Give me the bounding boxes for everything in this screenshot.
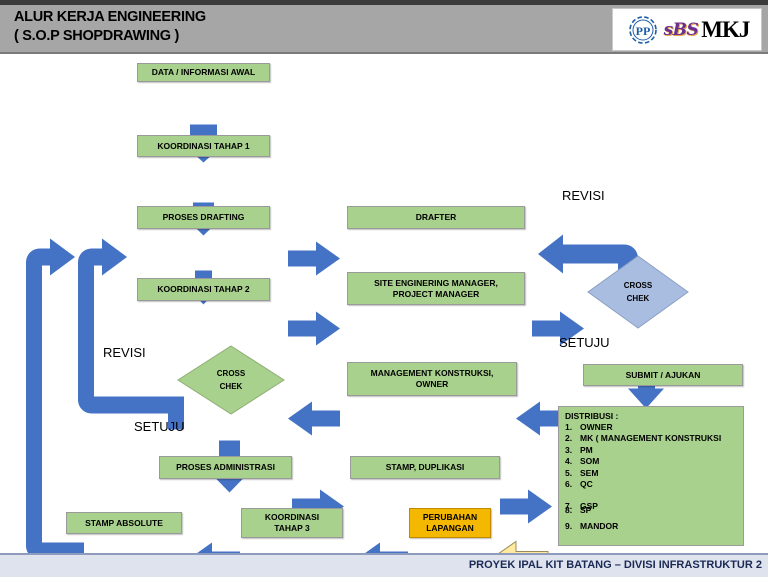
decision-cross-chek-2[interactable]: CROSS CHEK <box>176 344 286 416</box>
item-number: 2. <box>565 433 573 444</box>
decision-label-line2: CHEK <box>219 382 243 391</box>
distribusi-item: 1. OWNER <box>565 422 738 433</box>
item-number: 8. <box>565 505 573 516</box>
node-perubahan-lapangan[interactable]: PERUBAHAN LAPANGAN <box>409 508 491 538</box>
distribusi-item-7: 7. GSP <box>565 501 598 512</box>
arrow-drafting-to-drafter <box>288 241 340 276</box>
label-revisi-left: REVISI <box>103 345 146 360</box>
footer-project-label: PROYEK IPAL KIT BATANG – DIVISI INFRASTR… <box>468 559 762 571</box>
node-data-informasi-awal[interactable]: DATA / INFORMASI AWAL <box>137 63 270 82</box>
node-stamp-duplikasi[interactable]: STAMP, DUPLIKASI <box>350 456 500 479</box>
item-label: PM <box>580 444 593 455</box>
node-label-line2: TAHAP 3 <box>274 523 310 533</box>
footer-bar: PROYEK IPAL KIT BATANG – DIVISI INFRASTR… <box>0 553 768 577</box>
item-number: 1. <box>565 422 573 432</box>
node-label-line1: MANAGEMENT KONSTRUKSI, <box>370 368 494 378</box>
company-logo-group: PP sBS MKJ <box>612 8 762 51</box>
node-label: KOORDINASI TAHAP 2 <box>157 284 250 294</box>
node-label-line1: PERUBAHAN <box>422 512 478 522</box>
node-label: DRAFTER <box>415 212 457 222</box>
decision-label: CROSS CHEK <box>176 344 286 416</box>
label-revisi-top: REVISI <box>562 188 605 203</box>
item-label: MK ( MANAGEMENT KONSTRUKSI <box>580 433 722 444</box>
item-label: SP <box>580 505 592 516</box>
decision-label-line1: CROSS <box>216 369 246 378</box>
distribusi-item: 3. PM <box>565 445 738 456</box>
item-number: 5. <box>565 467 573 478</box>
node-label-line2: OWNER <box>415 379 449 389</box>
node-label: STAMP ABSOLUTE <box>85 517 163 528</box>
item-label: SEM <box>580 467 599 478</box>
node-label: STAMP, DUPLIKASI <box>385 462 465 472</box>
distribusi-item: 4. SOM <box>565 456 738 467</box>
diamond-shape <box>587 255 689 329</box>
node-stamp-absolute[interactable]: STAMP ABSOLUTE <box>66 512 182 534</box>
distribusi-item: 2. MK ( MANAGEMENT KONSTRUKSI <box>565 433 738 444</box>
node-label-line1: SITE ENGINERING MANAGER, <box>374 277 498 288</box>
node-label: SUBMIT / AJUKAN <box>625 369 701 380</box>
label-setuju-left: SETUJU <box>134 419 185 434</box>
node-label-line2: LAPANGAN <box>426 523 474 533</box>
mkj-logo-text: MKJ <box>701 16 750 42</box>
distribusi-title: DISTRIBUSI : <box>565 411 619 421</box>
page-title: ALUR KERJA ENGINEERING ( S.O.P SHOPDRAWI… <box>14 9 206 44</box>
node-management-konstruksi-owner[interactable]: MANAGEMENT KONSTRUKSI, OWNER <box>347 362 517 396</box>
arrow-koordinasi2-to-sempm <box>288 311 340 346</box>
node-koordinasi-tahap-1[interactable]: KOORDINASI TAHAP 1 <box>137 135 270 157</box>
item-label: OWNER <box>580 422 613 432</box>
node-submit-ajukan[interactable]: SUBMIT / AJUKAN <box>583 364 743 386</box>
pp-logo-icon: PP <box>625 15 661 45</box>
item-number: 7. <box>565 501 573 512</box>
header-bar: ALUR KERJA ENGINEERING ( S.O.P SHOPDRAWI… <box>0 5 768 54</box>
node-distribusi-list[interactable]: DISTRIBUSI : 1. OWNER 2. MK ( MANAGEMENT K… <box>558 406 744 546</box>
node-koordinasi-tahap-2[interactable]: KOORDINASI TAHAP 2 <box>137 278 270 301</box>
svg-text:PP: PP <box>635 24 650 38</box>
item-number: 6. <box>565 479 573 490</box>
sbs-logo-text: sBS <box>663 19 699 40</box>
diagram-canvas: DATA / INFORMASI AWAL KOORDINASI TAHAP 1… <box>0 54 768 577</box>
node-proses-administrasi[interactable]: PROSES ADMINISTRASI <box>159 456 292 479</box>
sbs-logo-icon: sBS <box>664 20 699 40</box>
node-site-engineering-manager[interactable]: SITE ENGINERING MANAGER, PROJECT MANAGER <box>347 272 525 305</box>
decision-label: CROSS CHEK <box>586 254 690 330</box>
distribusi-item: 5. SEM <box>565 468 738 479</box>
decision-cross-chek-1[interactable]: CROSS CHEK <box>586 254 690 330</box>
item-label: MANDOR <box>580 521 619 532</box>
node-proses-drafting[interactable]: PROSES DRAFTING <box>137 206 270 229</box>
item-number: 3. <box>565 444 573 455</box>
node-label: KOORDINASI TAHAP 1 <box>157 140 250 151</box>
arrow-stamp-to-distribusi <box>500 489 552 524</box>
distribusi-item: 6. QC <box>565 479 738 490</box>
decision-label-line1: CROSS <box>623 281 653 290</box>
item-label: QC <box>580 479 593 490</box>
node-drafter[interactable]: DRAFTER <box>347 206 525 229</box>
label-setuju-right: SETUJU <box>559 335 610 350</box>
node-label: PROSES ADMINISTRASI <box>176 462 275 472</box>
item-number: 9. <box>565 521 573 532</box>
item-label: SOM <box>580 456 600 467</box>
item-label: GSP <box>580 501 598 512</box>
node-koordinasi-tahap-3[interactable]: KOORDINASI TAHAP 3 <box>241 508 343 538</box>
arrow-mkowner-to-crosschek2 <box>288 401 340 436</box>
node-label-line2: PROJECT MANAGER <box>392 288 480 299</box>
decision-label-line2: CHEK <box>626 294 650 303</box>
distribusi-item-overlapped: 7. GSP 8. SP <box>565 501 738 516</box>
distribusi-item: 9. MANDOR <box>565 521 738 532</box>
distribusi-item-8: 8. SP <box>565 505 591 516</box>
node-label: DATA / INFORMASI AWAL <box>151 67 256 77</box>
arrow-revisi-inner-loop <box>78 238 184 430</box>
node-label-line1: KOORDINASI <box>264 512 320 522</box>
node-label: PROSES DRAFTING <box>162 212 245 222</box>
mkj-logo-icon: MKJ <box>701 16 750 43</box>
top-accent-strip <box>0 0 768 5</box>
diamond-shape <box>177 345 285 415</box>
item-number: 4. <box>565 456 573 467</box>
